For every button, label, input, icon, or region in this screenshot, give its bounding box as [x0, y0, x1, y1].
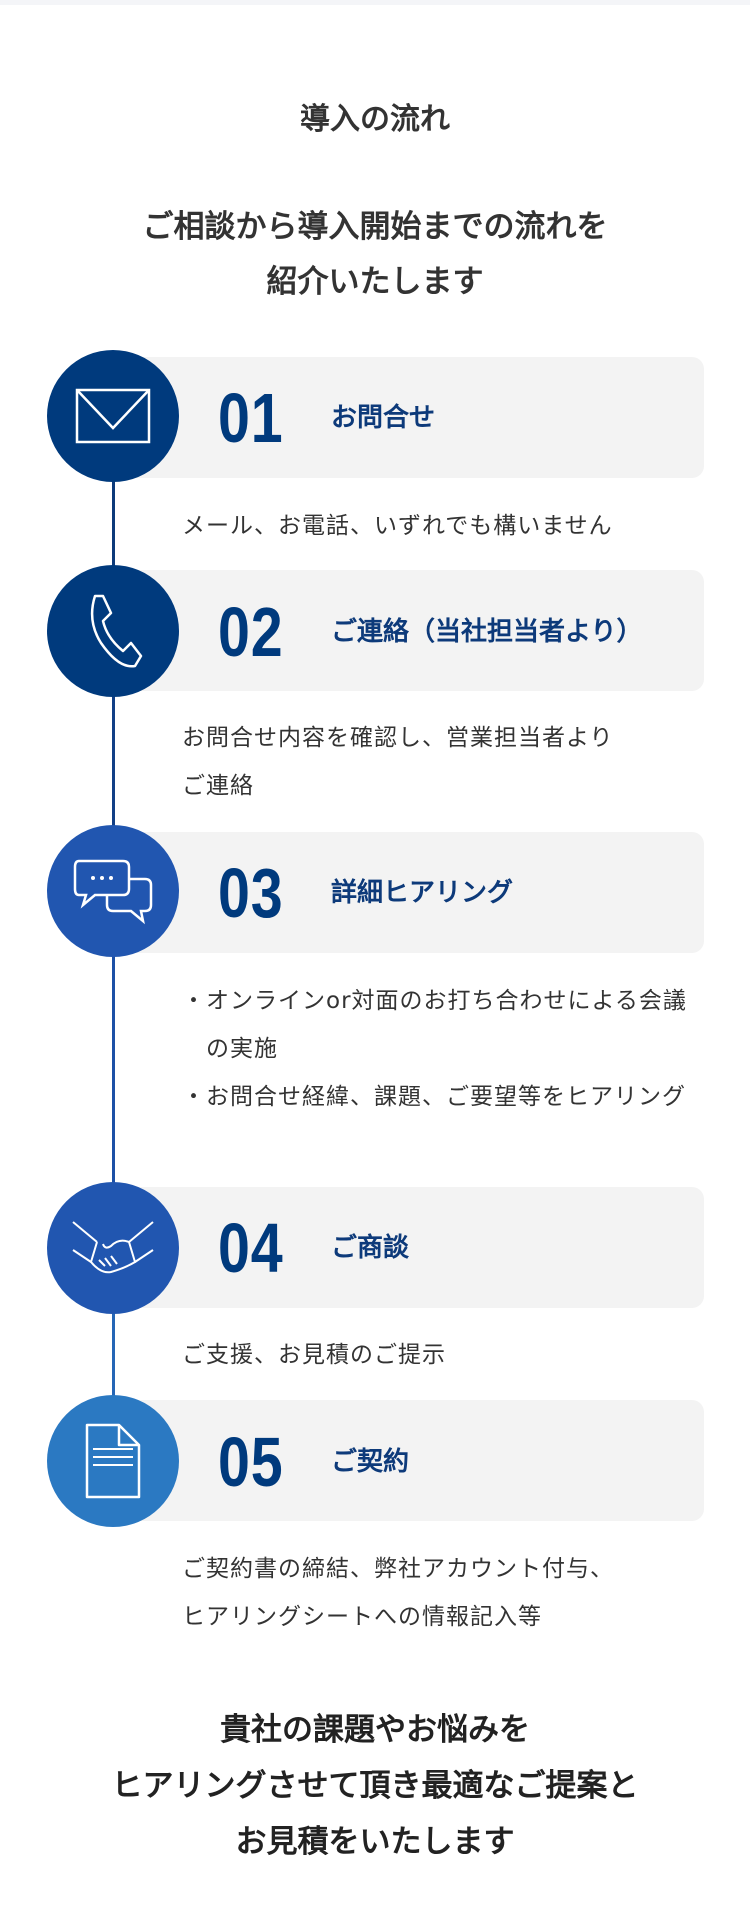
- step-label: ご契約: [331, 1447, 410, 1477]
- step-icon-circle: [47, 1182, 179, 1314]
- step-number: 05: [218, 1423, 284, 1501]
- closing-line: ヒアリングさせて頂き最適なご提案と: [111, 1768, 639, 1804]
- chat-bubbles-icon: [73, 859, 153, 925]
- desc-line: ご連絡: [182, 773, 254, 799]
- step-card: [113, 357, 704, 478]
- closing-message: 貴社の課題やお悩みを ヒアリングさせて頂き最適なご提案と お見積をいたします: [0, 1702, 750, 1870]
- desc-bullet: ・オンラインor対面のお打ち合わせによる会議の実施: [182, 988, 687, 1062]
- subtitle-line: 紹介いたします: [266, 264, 484, 300]
- step-icon-circle: [47, 1395, 179, 1527]
- step-number: 02: [218, 593, 284, 671]
- step-card: [113, 570, 704, 691]
- desc-line: メール、お電話、いずれでも構いません: [182, 513, 613, 539]
- timeline-connector: [112, 955, 115, 1187]
- step-card: [113, 1400, 704, 1521]
- section-title: 導入の流れ: [300, 102, 450, 137]
- closing-line: お見積をいたします: [235, 1824, 515, 1860]
- step-number: 03: [218, 854, 284, 932]
- step-description: メール、お電話、いずれでも構いません: [182, 502, 613, 550]
- step-description: ご契約書の締結、弊社アカウント付与、 ヒアリングシートへの情報記入等: [182, 1545, 614, 1641]
- step-label: ご連絡（当社担当者より）: [331, 617, 643, 647]
- step-label: ご商談: [331, 1233, 410, 1263]
- section-subtitle: ご相談から導入開始までの流れを 紹介いたします: [0, 200, 750, 310]
- step-description: ・オンラインor対面のお打ち合わせによる会議の実施 ・お問合せ経緯、課題、ご要望…: [182, 977, 702, 1121]
- step-number: 01: [218, 379, 284, 457]
- phone-icon: [90, 594, 143, 668]
- document-icon: [85, 1423, 141, 1499]
- timeline-connector: [112, 480, 115, 570]
- step-label: 詳細ヒアリング: [331, 878, 514, 908]
- envelope-icon: [75, 388, 151, 444]
- timeline-connector: [112, 1312, 115, 1402]
- step-icon-circle: [47, 825, 179, 957]
- desc-line: ヒアリングシートへの情報記入等: [182, 1604, 542, 1630]
- subtitle-line: ご相談から導入開始までの流れを: [142, 209, 608, 245]
- desc-line: ご契約書の締結、弊社アカウント付与、: [182, 1556, 614, 1582]
- desc-line: ご支援、お見積のご提示: [182, 1342, 446, 1368]
- step-label: お問合せ: [331, 403, 436, 433]
- step-icon-circle: [47, 350, 179, 482]
- desc-bullet: ・お問合せ経緯、課題、ご要望等をヒアリング: [182, 1084, 686, 1110]
- step-description: お問合せ内容を確認し、営業担当者より ご連絡: [182, 714, 614, 810]
- step-number: 04: [218, 1209, 284, 1287]
- step-card: [113, 1187, 704, 1308]
- step-icon-circle: [47, 565, 179, 697]
- step-card: [113, 832, 704, 953]
- closing-line: 貴社の課題やお悩みを: [220, 1712, 530, 1748]
- top-bar: [0, 0, 750, 5]
- timeline-connector: [112, 695, 115, 830]
- handshake-icon: [72, 1221, 154, 1274]
- step-description: ご支援、お見積のご提示: [182, 1331, 446, 1379]
- desc-line: お問合せ内容を確認し、営業担当者より: [182, 725, 614, 751]
